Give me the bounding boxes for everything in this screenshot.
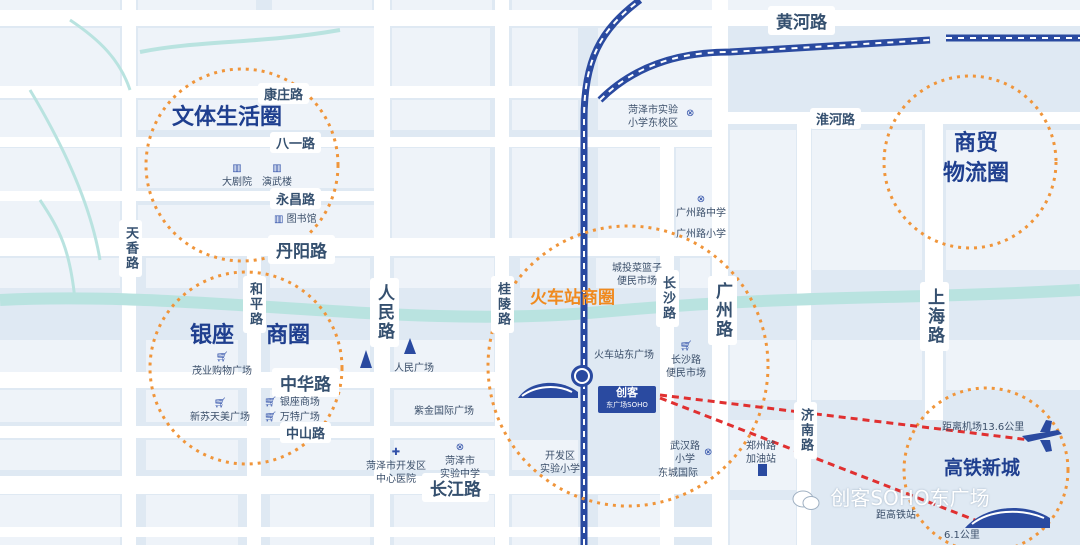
road-label-changjiang: 长江路 bbox=[422, 473, 489, 502]
zone-ring-shangmao bbox=[882, 74, 1058, 250]
poi-dajuyuan: ▥ 大剧院 bbox=[222, 163, 252, 188]
road-label-changsha: 长沙路 bbox=[656, 270, 679, 327]
poi-zhengzhou-gas: 郑州路 加油站 bbox=[746, 441, 776, 465]
route-hsr bbox=[659, 396, 981, 524]
zone-ring-huoche bbox=[486, 224, 770, 508]
poi-east-plaza: 火车站东广场 bbox=[594, 350, 654, 361]
zone-title-huoche: 火车站商圈 bbox=[530, 288, 615, 308]
road-label-zhonghua: 中华路 bbox=[272, 368, 339, 397]
tree-icons bbox=[360, 338, 416, 368]
watermark: 创客SOHO东广场 bbox=[792, 482, 990, 511]
poi-wante: 🛒︎ 万特广场 bbox=[264, 412, 320, 423]
road-label-guiling: 桂陵路 bbox=[491, 276, 514, 333]
poi-guangzhoulu-xiaoxue: 广州路小学 bbox=[676, 229, 726, 240]
route-airport bbox=[659, 393, 1031, 442]
building-icon: ▥ bbox=[272, 163, 282, 174]
road-label-heping: 和平路 bbox=[243, 276, 266, 333]
poi-heze-zhongxue: ⊗ 菏泽市 实验中学 bbox=[440, 442, 480, 480]
poi-dongcheng: 东城国际 bbox=[658, 468, 698, 479]
road-label-kangzhuang: 康庄路 bbox=[258, 83, 310, 104]
poi-zijin: 紫金国际广场 bbox=[414, 406, 474, 417]
school-icon: ⊗ bbox=[455, 442, 465, 453]
road-label-jinan: 济南路 bbox=[794, 402, 817, 459]
road-label-guangzhou: 广州路 bbox=[708, 276, 737, 345]
station-badge-icon bbox=[571, 365, 593, 387]
road-label-huanghe: 黄河路 bbox=[768, 6, 835, 35]
building-icon: ▥ bbox=[274, 214, 287, 225]
cart-icon: 🛒︎ bbox=[264, 412, 280, 423]
airplane-icon bbox=[1022, 420, 1062, 452]
road-label-renmin: 人民路 bbox=[370, 278, 399, 347]
river-network bbox=[0, 18, 1080, 323]
zone-ring-wenti bbox=[144, 67, 340, 263]
cart-icon: 🛒︎ bbox=[264, 397, 280, 408]
cart-icon: 🛒︎ bbox=[213, 398, 227, 409]
distance-routes bbox=[659, 393, 1031, 524]
distance-label-airport: 距离机场13.6公里 bbox=[942, 422, 1025, 433]
poi-hospital: ✚ 菏泽市开发区 中心医院 bbox=[366, 447, 426, 485]
zone-title-yinzuo-1: 银座 bbox=[190, 323, 235, 348]
poi-guangzhoulu-zhongxue: ⊗ 广州路中学 bbox=[676, 194, 726, 219]
zone-ring-gaotie bbox=[902, 386, 1070, 545]
poi-xinsu: 🛒︎ 新苏天美广场 bbox=[190, 398, 250, 423]
poi-shiyan-xiaoxue: 菏泽市实验 小学东校区 bbox=[628, 105, 678, 129]
wechat-icon bbox=[792, 490, 820, 510]
poi-changsha-market: 🛒︎ 长沙路 便民市场 bbox=[666, 341, 706, 379]
zone-title-shangmao-1: 商贸 bbox=[953, 131, 998, 156]
road-label-yongchang: 永昌路 bbox=[270, 188, 322, 209]
school-icon: ⊗ bbox=[704, 447, 713, 458]
zone-ring-yinzuo bbox=[148, 270, 344, 466]
hospital-icon: ✚ bbox=[391, 447, 401, 458]
poi-renmin-guangchang: 人民广场 bbox=[394, 363, 434, 374]
cart-icon: 🛒︎ bbox=[679, 341, 693, 352]
poi-maoye: 🛒︎ 茂业购物广场 bbox=[192, 352, 252, 377]
zone-title-gaotie: 高铁新城 bbox=[944, 457, 1021, 479]
cart-icon: 🛒︎ bbox=[215, 352, 229, 363]
tree-icon bbox=[360, 350, 372, 368]
road-label-danyang: 丹阳路 bbox=[268, 235, 335, 264]
zone-title-wenti: 文体生活圈 bbox=[172, 105, 283, 130]
road-label-zhongshan: 中山路 bbox=[280, 422, 332, 443]
train-icon-hsr bbox=[965, 507, 1050, 528]
project-marker: 创客 东广场SOHO bbox=[598, 386, 656, 413]
distance-label-hsr-km: 6.1公里 bbox=[944, 530, 980, 541]
railway bbox=[580, 0, 1080, 545]
road-label-shanghai: 上海路 bbox=[920, 282, 949, 351]
poi-yinzuo-shangchang: 🛒︎ 银座商场 bbox=[264, 397, 320, 408]
zone-title-yinzuo-2: 商圈 bbox=[266, 323, 311, 348]
tree-icon bbox=[404, 338, 416, 354]
road-label-huaihe: 淮河路 bbox=[810, 108, 862, 129]
zone-title-shangmao-2: 物流圈 bbox=[942, 161, 1009, 186]
distance-label-hsr: 距高铁站 bbox=[876, 510, 916, 521]
poi-chengtou: 城投菜篮子 便民市场 bbox=[612, 263, 662, 287]
zone-rings bbox=[144, 67, 1070, 545]
train-icon-station bbox=[518, 382, 578, 398]
poi-tushuguan: ▥ 图书馆 bbox=[274, 214, 317, 225]
poi-yanwulou: ▥ 演武楼 bbox=[262, 163, 292, 188]
school-icon: ⊗ bbox=[686, 108, 695, 119]
building-icon: ▥ bbox=[232, 163, 242, 174]
school-icon: ⊗ bbox=[696, 194, 706, 205]
road-label-bayi: 八一路 bbox=[270, 132, 322, 153]
poi-kaifa-xiaoxue: 开发区 实验小学 bbox=[540, 451, 580, 475]
gas-station-icon bbox=[758, 464, 767, 476]
road-label-tianxiang: 天香路 bbox=[119, 220, 142, 277]
poi-wuhan: 武汉路 小学 bbox=[670, 441, 700, 465]
